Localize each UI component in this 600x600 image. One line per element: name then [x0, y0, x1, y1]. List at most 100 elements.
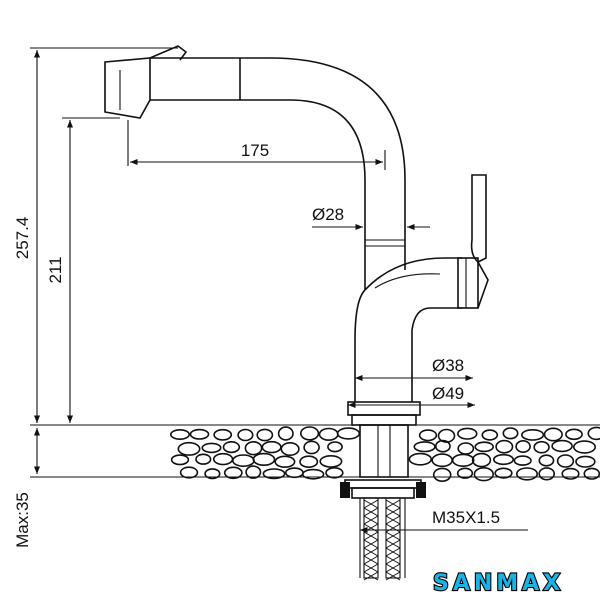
hose-braid — [363, 539, 379, 549]
stone — [223, 466, 243, 480]
stone — [418, 429, 438, 442]
hose-braid — [385, 507, 401, 517]
stone — [300, 426, 320, 441]
hose-braid — [385, 499, 401, 509]
stone — [520, 428, 545, 441]
stone — [212, 452, 234, 466]
stone — [515, 467, 538, 481]
overall-height-label: 257.4 — [13, 217, 32, 260]
stone — [274, 455, 296, 468]
stone — [179, 466, 199, 479]
stone — [204, 468, 221, 480]
hose-braid — [363, 571, 379, 581]
stone — [515, 439, 531, 453]
dimension-overall-height: 257.4 — [13, 47, 178, 426]
countertop — [35, 424, 600, 482]
spout-height-label: 211 — [46, 256, 65, 283]
brand-logo: SANMAX — [432, 570, 561, 597]
stone — [513, 455, 532, 466]
hose-braid — [363, 515, 379, 525]
faucet-body — [104, 45, 489, 581]
stone — [195, 453, 212, 465]
thread-label: M35X1.5 — [432, 508, 500, 527]
stone — [533, 440, 550, 454]
max-thickness-label: Max:35 — [13, 492, 32, 548]
stone — [471, 452, 492, 468]
stone — [177, 441, 201, 456]
hose-braid — [363, 499, 379, 509]
stone — [280, 441, 300, 456]
stone — [245, 465, 262, 479]
stone — [451, 453, 475, 467]
dimension-spout-diameter: Ø28 — [312, 205, 430, 231]
hose-braid — [363, 547, 379, 557]
stone — [303, 440, 320, 455]
stone — [583, 467, 600, 480]
stone — [431, 453, 454, 468]
hose-braid — [385, 571, 401, 581]
hose-braid — [385, 531, 401, 541]
body-diameter-label: Ø38 — [432, 356, 464, 375]
hose-braid — [385, 563, 401, 573]
stone — [556, 454, 575, 468]
stone — [327, 441, 343, 453]
stone — [538, 454, 555, 467]
dimension-thread: M35X1.5 — [360, 508, 528, 534]
stone — [299, 455, 319, 469]
stone — [222, 441, 241, 454]
stone — [432, 467, 452, 482]
hose-braid — [385, 515, 401, 525]
stone — [262, 468, 286, 480]
stone — [434, 439, 451, 453]
stone — [318, 427, 339, 441]
stone — [189, 428, 210, 440]
dimension-reach: 175 — [127, 120, 386, 170]
dimension-base-diameter: Ø49 — [348, 384, 475, 409]
dimension-body-diameter: Ø38 — [355, 356, 473, 384]
stone — [457, 427, 478, 440]
stone — [492, 453, 514, 466]
stone — [252, 452, 276, 467]
stone — [413, 441, 436, 453]
hose-braid — [385, 555, 401, 565]
stone — [170, 428, 191, 440]
hose-braid — [363, 507, 379, 517]
spout-diameter-label: Ø28 — [312, 205, 344, 224]
hose-braid — [363, 563, 379, 573]
stone — [325, 466, 344, 479]
hose-braid — [363, 531, 379, 541]
stone — [261, 440, 282, 454]
stone — [551, 439, 573, 453]
stone — [213, 428, 233, 441]
stone — [494, 467, 513, 479]
stone — [473, 467, 494, 482]
stone — [302, 468, 325, 480]
stone — [319, 454, 343, 468]
stone — [244, 441, 263, 456]
stone — [237, 428, 254, 442]
stone — [284, 467, 304, 479]
stone — [256, 428, 274, 442]
dimension-max-thickness: Max:35 — [13, 428, 60, 548]
stone — [543, 427, 563, 442]
stone-pattern — [170, 426, 600, 482]
hose-braid — [385, 547, 401, 557]
stone — [231, 454, 255, 467]
hose-braid — [363, 555, 379, 565]
hose-braid — [385, 539, 401, 549]
stone — [408, 452, 432, 466]
stone — [565, 428, 583, 441]
stone — [572, 440, 596, 454]
stone — [502, 427, 519, 440]
stone — [277, 426, 294, 441]
stone — [538, 467, 556, 481]
stone — [170, 454, 190, 466]
stone — [456, 467, 474, 479]
stone — [495, 439, 514, 454]
stone — [561, 467, 580, 480]
base-diameter-label: Ø49 — [432, 384, 464, 403]
stone — [575, 455, 596, 468]
reach-label: 175 — [241, 141, 269, 160]
stone — [457, 442, 475, 455]
